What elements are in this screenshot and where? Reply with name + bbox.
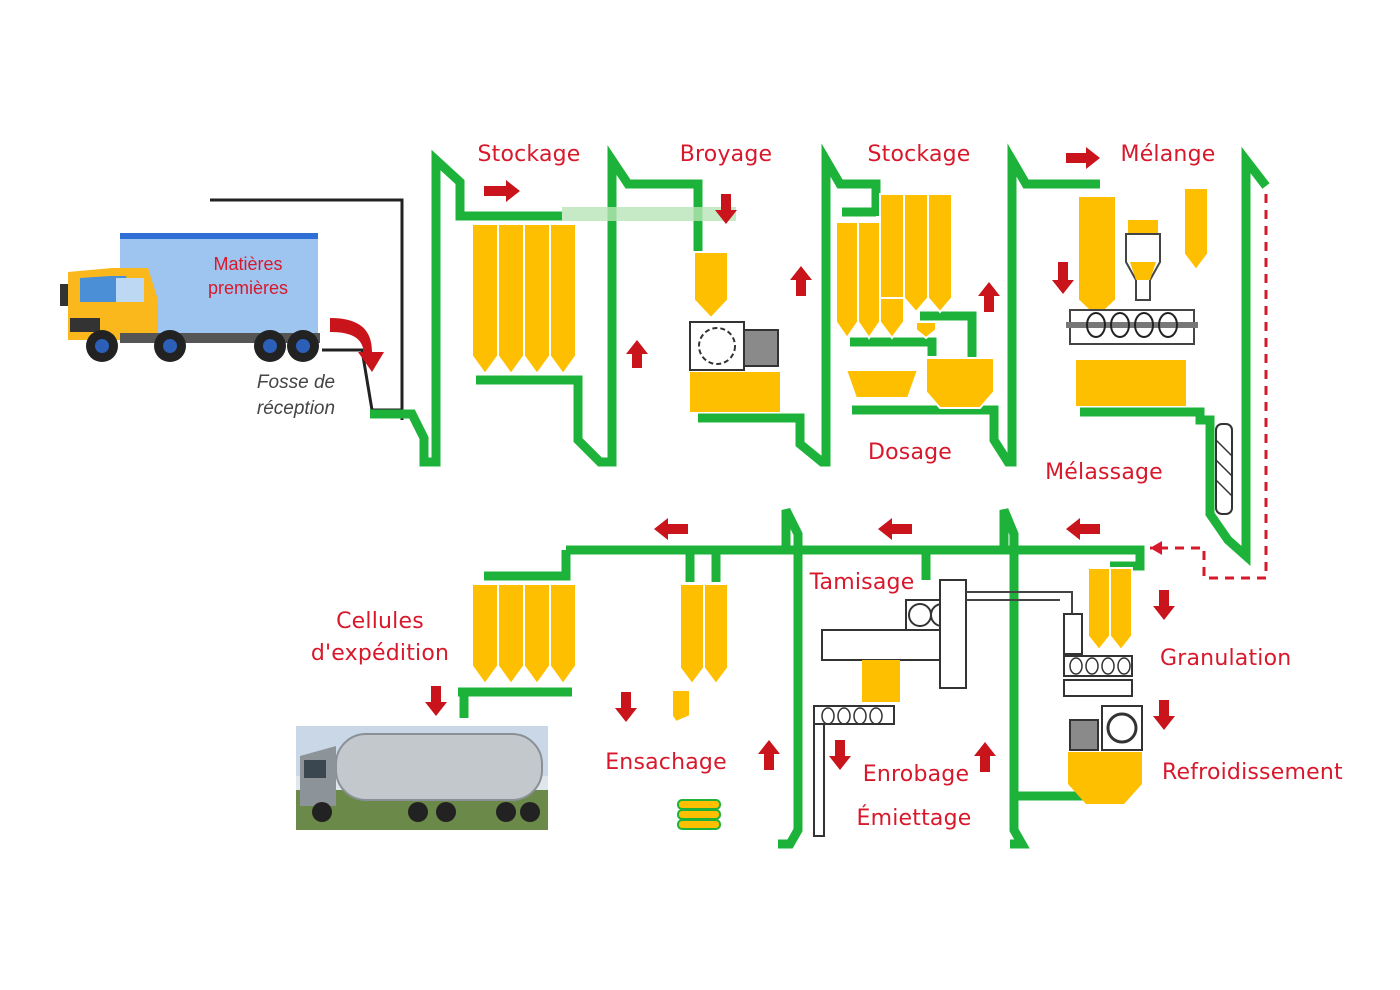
bottom-conveyor-pipes	[458, 507, 1145, 849]
arrow-down-icon	[1153, 590, 1175, 620]
broyeur-grinder	[689, 251, 780, 412]
label-cellules-line1: Cellules	[336, 609, 424, 634]
label-stockage-1: Stockage	[477, 142, 581, 167]
label-cellules-expedition: Cellules d'expédition	[311, 606, 449, 670]
bag-stack-icon	[677, 799, 721, 830]
arrow-down-icon	[425, 686, 447, 716]
return-dashed-line	[1150, 194, 1268, 580]
flow-arrows	[425, 147, 1175, 772]
arrow-right-icon	[484, 180, 520, 202]
shipping-tanker-truck	[296, 726, 548, 830]
label-broyage: Broyage	[679, 142, 773, 167]
melassage-unit	[1215, 423, 1233, 515]
label-cellules-line2: d'expédition	[310, 641, 450, 666]
label-melassage: Mélassage	[1045, 460, 1163, 485]
label-refroidissement: Refroidissement	[1162, 760, 1343, 785]
arrow-right-icon	[1066, 147, 1100, 169]
arrow-down-icon	[829, 740, 851, 770]
label-enrobage: Enrobage	[862, 762, 970, 787]
arrow-left-icon	[878, 518, 912, 540]
arrow-up-icon	[626, 340, 648, 368]
granulation-press	[1063, 567, 1133, 697]
bagging-silos	[671, 583, 729, 724]
stockage-silos-2	[835, 193, 953, 340]
arrow-down-icon	[715, 194, 737, 224]
arrow-up-icon	[978, 282, 1000, 312]
unload-arrow	[330, 318, 384, 372]
arrow-up-icon	[974, 742, 996, 772]
arrow-down-icon	[1052, 262, 1074, 294]
arrow-left-icon	[1066, 518, 1100, 540]
label-granulation: Granulation	[1160, 646, 1292, 671]
label-tamisage: Tamisage	[809, 570, 915, 595]
truck-cargo-line1: Matières	[213, 254, 283, 274]
arrow-up-icon	[790, 266, 812, 296]
arrow-left-icon	[654, 518, 688, 540]
label-melange: Mélange	[1120, 142, 1216, 167]
arrow-down-icon	[1153, 700, 1175, 730]
melangeur-mixer	[1066, 187, 1209, 406]
tamisage-sieve	[813, 579, 1073, 837]
arrow-up-icon	[758, 740, 780, 770]
raw-materials-truck	[60, 233, 320, 362]
dosage-hoppers	[844, 357, 995, 409]
reception-pit-label: Fosse de réception	[236, 370, 356, 422]
truck-cargo-label: Matières premières	[188, 252, 308, 300]
pipe-link-broyage	[562, 207, 736, 221]
label-stockage-2: Stockage	[867, 142, 971, 167]
cooler-unit	[1068, 705, 1143, 804]
arrow-down-icon	[615, 692, 637, 722]
label-dosage: Dosage	[867, 440, 953, 465]
truck-cargo-line2: premières	[207, 278, 289, 298]
stockage-silos-1	[471, 223, 577, 376]
shipping-cells	[471, 583, 577, 686]
reception-line2: réception	[256, 398, 336, 419]
top-conveyor-pipes	[370, 143, 1270, 567]
label-emiettage: Émiettage	[856, 806, 972, 831]
reception-line1: Fosse de	[256, 372, 336, 393]
label-ensachage: Ensachage	[605, 750, 727, 775]
